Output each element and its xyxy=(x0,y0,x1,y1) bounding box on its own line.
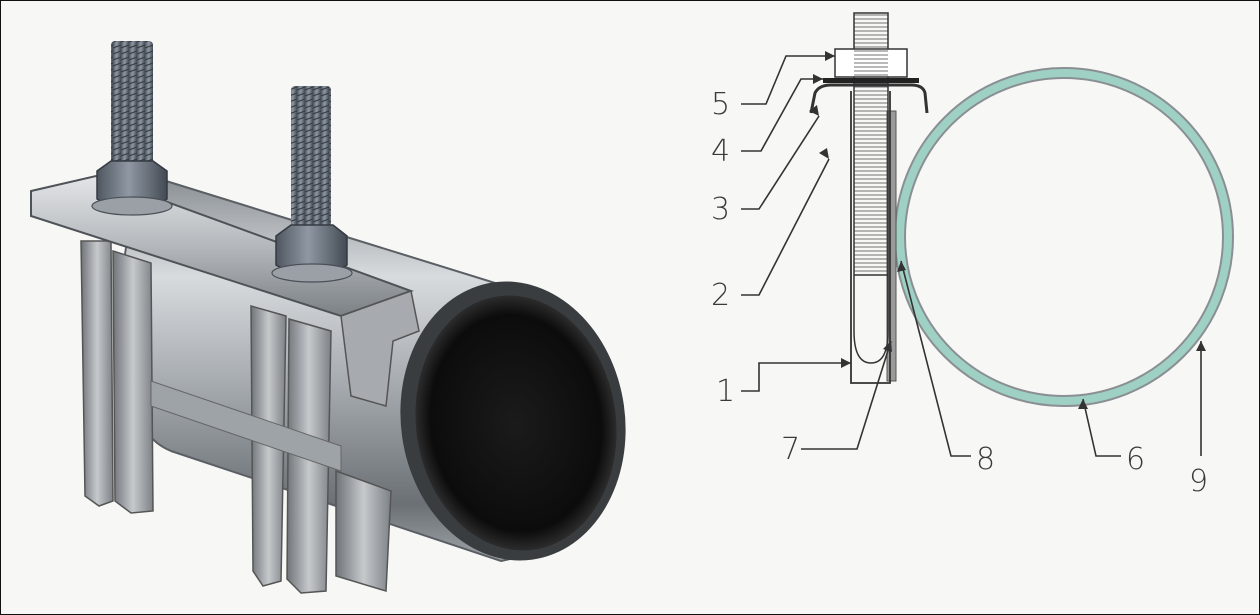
repair-clamp-photo xyxy=(30,41,626,594)
arrow-3 xyxy=(809,105,819,116)
bolt-left-thread xyxy=(111,41,153,176)
bolt-right-thread xyxy=(291,86,331,236)
clamp-body-section xyxy=(850,91,891,384)
nut-thread xyxy=(854,49,888,77)
pipe-wall-fill xyxy=(896,69,1232,405)
arrow-7 xyxy=(883,341,892,352)
callout-4: 4 xyxy=(711,134,730,169)
callout-3: 3 xyxy=(711,192,730,227)
arrow-6 xyxy=(1078,399,1088,409)
washer-section xyxy=(823,78,919,83)
cross-section-drawing: 5 4 3 2 1 7 8 6 9 xyxy=(711,12,1234,499)
arrow-1 xyxy=(841,358,851,368)
bolt-right-washer xyxy=(271,263,353,283)
clamp-top-bar-lip xyxy=(340,290,420,407)
arrow-2 xyxy=(819,148,829,159)
arrow-5 xyxy=(825,51,835,61)
top-bar-section xyxy=(809,83,929,114)
leader-1 xyxy=(741,362,851,392)
clamp-strap-left-inner xyxy=(112,249,154,514)
clamp-strap-left-outer xyxy=(80,240,114,507)
leader-7 xyxy=(801,340,892,450)
middle-band xyxy=(150,380,342,472)
arrow-8 xyxy=(897,261,906,272)
leader-2 xyxy=(741,158,830,296)
leader-5 xyxy=(741,55,835,105)
callout-7: 7 xyxy=(781,432,800,467)
bolt-tip xyxy=(853,275,889,364)
leader-8 xyxy=(900,260,971,457)
leader-3 xyxy=(741,115,820,210)
callout-5: 5 xyxy=(711,87,730,122)
callout-1: 1 xyxy=(716,374,735,409)
arrow-9 xyxy=(1196,341,1206,351)
bolt-left-washer xyxy=(91,196,173,216)
callout-9: 9 xyxy=(1189,464,1208,499)
callout-8: 8 xyxy=(976,442,995,477)
leader-4 xyxy=(741,78,823,152)
pipe-bore xyxy=(415,295,617,551)
callout-2: 2 xyxy=(711,278,730,313)
leader-6 xyxy=(1082,398,1121,457)
callout-6: 6 xyxy=(1126,442,1145,477)
arrow-4 xyxy=(813,74,823,84)
side-plate xyxy=(335,469,392,592)
